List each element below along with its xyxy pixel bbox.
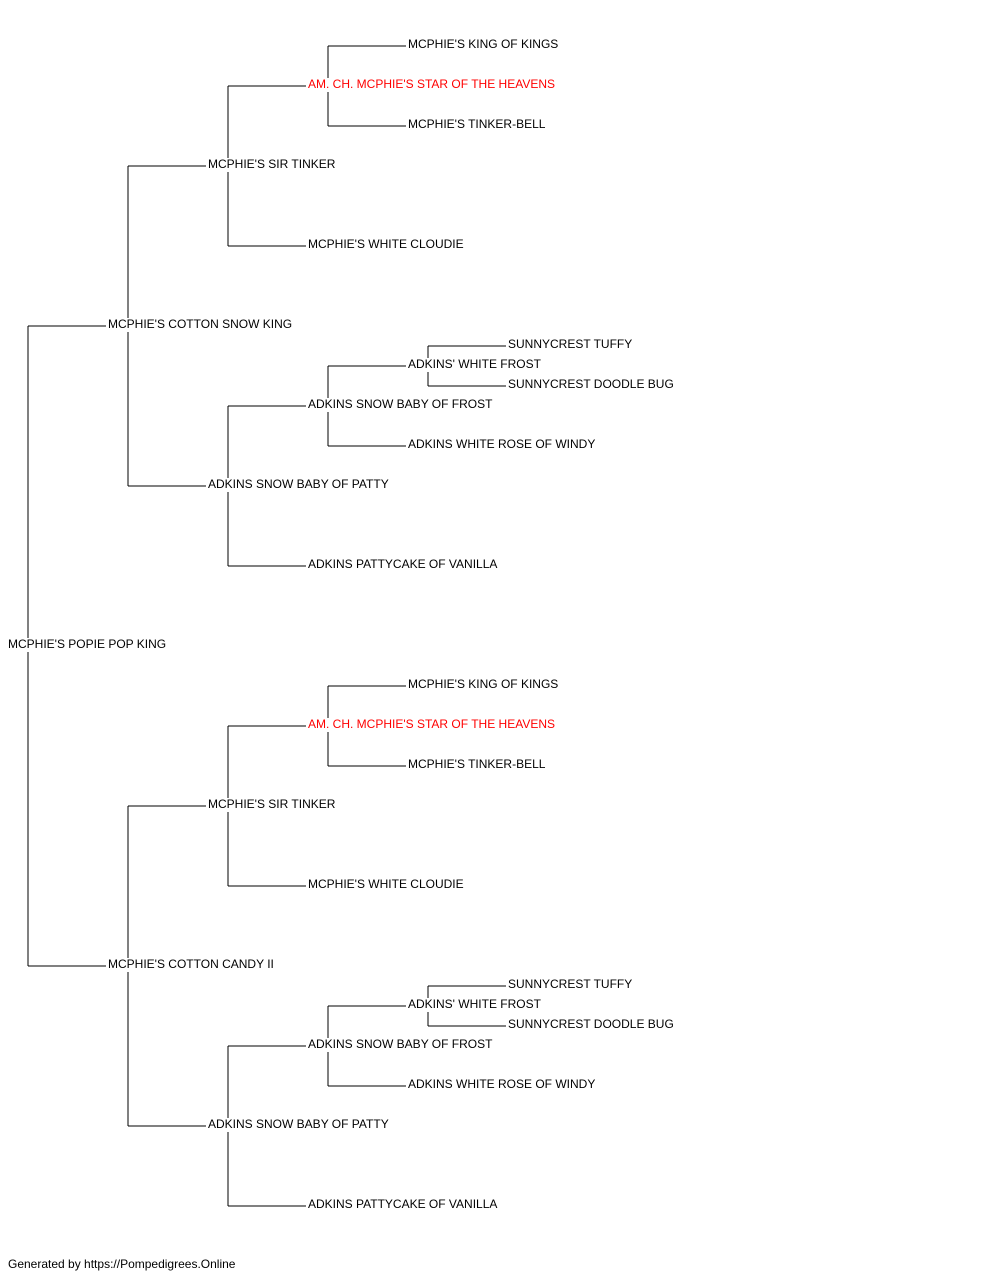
- ancestor-name: ADKINS PATTYCAKE OF VANILLA: [308, 557, 497, 571]
- ancestor-name: ADKINS SNOW BABY OF PATTY: [208, 477, 389, 491]
- ancestor-name: ADKINS SNOW BABY OF FROST: [308, 1037, 493, 1051]
- ancestor-name: MCPHIE'S KING OF KINGS: [408, 677, 558, 691]
- subject-dog-name: MCPHIE'S POPIE POP KING: [8, 637, 166, 651]
- ancestor-name: ADKINS' WHITE FROST: [408, 357, 542, 371]
- ancestor-name: SUNNYCREST TUFFY: [508, 337, 632, 351]
- ancestor-name: SUNNYCREST TUFFY: [508, 977, 632, 991]
- ancestor-name: AM. CH. MCPHIE'S STAR OF THE HEAVENS: [308, 77, 555, 91]
- footer-credit: Generated by https://Pompedigrees.Online: [8, 1257, 236, 1271]
- ancestor-name: AM. CH. MCPHIE'S STAR OF THE HEAVENS: [308, 717, 555, 731]
- ancestor-name: SUNNYCREST DOODLE BUG: [508, 1017, 674, 1031]
- ancestor-name: MCPHIE'S WHITE CLOUDIE: [308, 237, 464, 251]
- ancestor-name: MCPHIE'S SIR TINKER: [208, 797, 336, 811]
- ancestor-name: MCPHIE'S TINKER-BELL: [408, 757, 546, 771]
- ancestor-name: MCPHIE'S COTTON SNOW KING: [108, 317, 292, 331]
- ancestor-name: ADKINS SNOW BABY OF PATTY: [208, 1117, 389, 1131]
- ancestor-name: MCPHIE'S KING OF KINGS: [408, 37, 558, 51]
- ancestor-name: MCPHIE'S TINKER-BELL: [408, 117, 546, 131]
- ancestor-name: ADKINS WHITE ROSE OF WINDY: [408, 1077, 595, 1091]
- ancestor-name: MCPHIE'S WHITE CLOUDIE: [308, 877, 464, 891]
- ancestor-name: MCPHIE'S SIR TINKER: [208, 157, 336, 171]
- ancestor-name: MCPHIE'S COTTON CANDY II: [108, 957, 274, 971]
- ancestor-name: ADKINS WHITE ROSE OF WINDY: [408, 437, 595, 451]
- ancestor-name: ADKINS PATTYCAKE OF VANILLA: [308, 1197, 497, 1211]
- ancestor-name: SUNNYCREST DOODLE BUG: [508, 377, 674, 391]
- ancestor-name: ADKINS' WHITE FROST: [408, 997, 542, 1011]
- ancestor-name: ADKINS SNOW BABY OF FROST: [308, 397, 493, 411]
